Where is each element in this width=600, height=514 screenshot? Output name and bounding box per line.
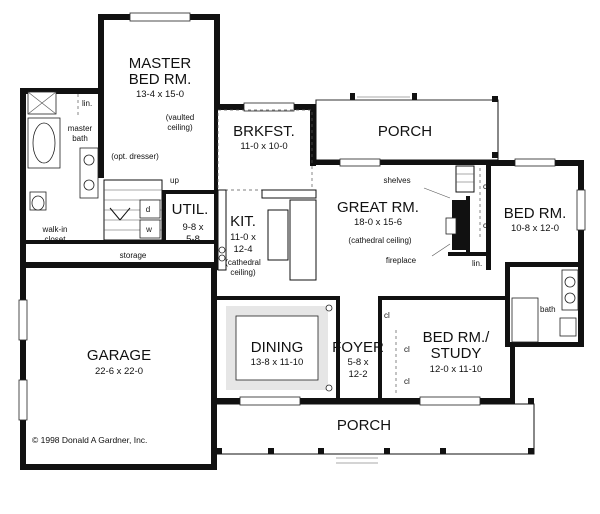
utility-appliances bbox=[139, 199, 161, 239]
up-label: up bbox=[170, 176, 179, 185]
fireplace-unit bbox=[423, 165, 475, 257]
cl-study-label-1: cl bbox=[404, 345, 410, 354]
fireplace-label: fireplace bbox=[386, 256, 417, 265]
cl-foyer-label: cl bbox=[384, 311, 390, 320]
master-bed-name-line1: MASTER bbox=[129, 55, 192, 72]
bath-label: bath bbox=[540, 305, 556, 314]
cl-bed-label-2: cl bbox=[483, 221, 489, 230]
lin-master-label: lin. bbox=[82, 99, 92, 108]
dryer-label: d bbox=[146, 205, 150, 214]
bed-rm-dims: 10-8 x 12-0 bbox=[511, 223, 559, 234]
closet-shelves bbox=[77, 94, 481, 396]
foyer-dims-line2: 12-2 bbox=[348, 369, 367, 380]
master-bath-label-line1: master bbox=[68, 124, 93, 133]
porch-top-structure bbox=[315, 93, 499, 161]
great-rm-dims: 18-0 x 15-6 bbox=[354, 217, 402, 228]
great-rm-name: GREAT RM. bbox=[337, 199, 419, 216]
master-bed-dims: 13-4 x 15-0 bbox=[136, 89, 184, 100]
util-dims-line1: 9-8 x bbox=[182, 222, 203, 233]
master-bed-name-line2: BED RM. bbox=[129, 71, 192, 88]
walk-in-label-line2: closet bbox=[45, 235, 67, 244]
dining-ceiling bbox=[226, 304, 333, 392]
walk-in-label-line1: walk-in bbox=[42, 225, 68, 234]
util-dims-line2: 5-8 bbox=[186, 234, 200, 245]
master-bath-fixtures bbox=[27, 91, 99, 211]
foyer-dims-line1: 5-8 x bbox=[347, 357, 368, 368]
walls bbox=[20, 14, 584, 470]
porch-bottom-structure bbox=[215, 398, 535, 464]
study-name-line1: BED RM./ bbox=[423, 329, 491, 346]
garage-name: GARAGE bbox=[87, 347, 151, 364]
bed-rm-name: BED RM. bbox=[504, 205, 567, 222]
stair bbox=[103, 179, 163, 241]
windows bbox=[18, 12, 586, 421]
kit-dims-line2: 12-4 bbox=[233, 244, 252, 255]
foyer-name: FOYER bbox=[332, 339, 384, 356]
cl-study-label-2: cl bbox=[404, 377, 410, 386]
kit-note-line2: ceiling) bbox=[230, 268, 256, 277]
util-name: UTIL. bbox=[172, 201, 209, 218]
washer-label: w bbox=[145, 225, 152, 234]
storage-label: storage bbox=[120, 251, 147, 260]
master-bed-note-line1: (vaulted bbox=[166, 113, 194, 122]
great-rm-note: (cathedral ceiling) bbox=[348, 236, 411, 245]
garage-dims: 22-6 x 22-0 bbox=[95, 366, 143, 377]
kitchen-counters bbox=[217, 109, 317, 281]
dining-name: DINING bbox=[251, 339, 304, 356]
study-dims: 12-0 x 11-10 bbox=[430, 364, 483, 375]
brkfst-dims: 11-0 x 10-0 bbox=[240, 141, 287, 152]
kit-note-line1: (cathedral bbox=[225, 258, 261, 267]
opt-dresser-label: (opt. dresser) bbox=[111, 152, 159, 161]
bath-fixtures bbox=[511, 269, 579, 343]
porch-bottom-name: PORCH bbox=[337, 417, 391, 434]
kit-dims-line1: 11-0 x bbox=[230, 232, 256, 243]
shelves-label: shelves bbox=[383, 176, 410, 185]
study-name-line2: STUDY bbox=[431, 345, 482, 362]
brkfst-name: BRKFST. bbox=[233, 123, 295, 140]
copyright-notice: © 1998 Donald A Gardner, Inc. bbox=[32, 435, 147, 445]
master-bed-note-line2: ceiling) bbox=[167, 123, 193, 132]
kit-name: KIT. bbox=[230, 213, 256, 230]
porch-top-name: PORCH bbox=[378, 123, 432, 140]
lin-bed-label: lin. bbox=[472, 259, 482, 268]
cl-bed-label-1: cl bbox=[483, 182, 489, 191]
master-bath-label-line2: bath bbox=[72, 134, 88, 143]
dining-dims: 13-8 x 11-10 bbox=[251, 357, 304, 368]
